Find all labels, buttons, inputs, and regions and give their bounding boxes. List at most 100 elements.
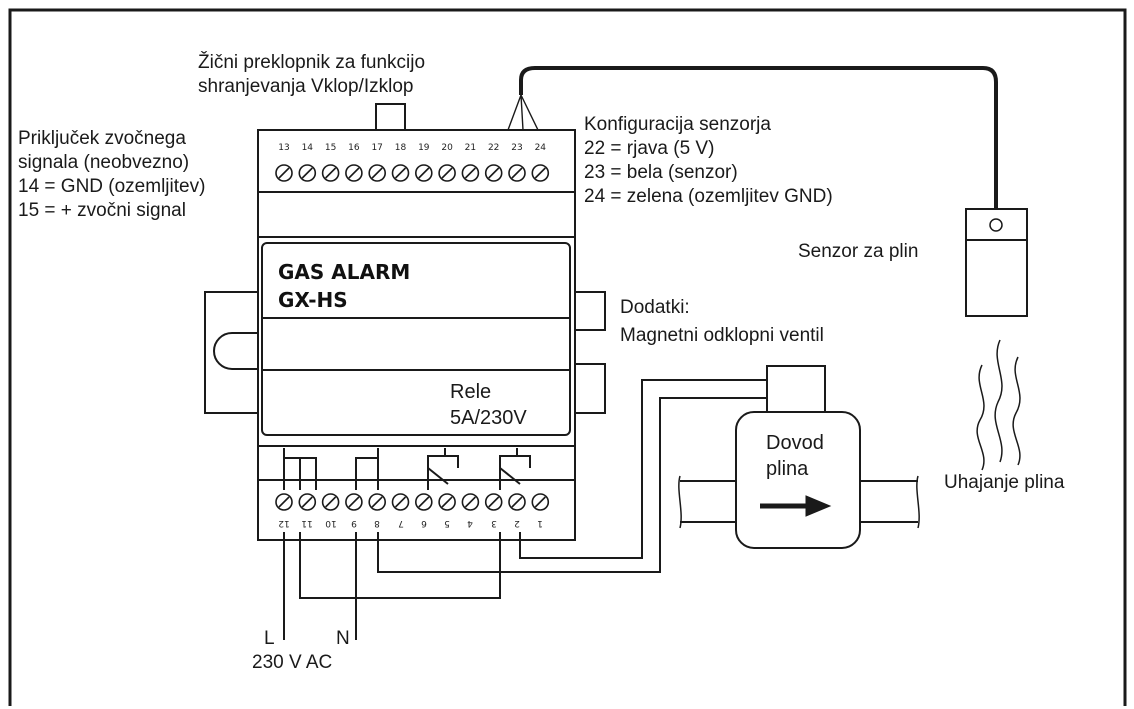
terminal-number: 21 — [464, 143, 477, 153]
terminal-number: 1 — [537, 518, 544, 528]
bridge-wire — [299, 532, 501, 599]
accessories-valve-label: Magnetni odklopni ventil — [620, 325, 824, 346]
terminal-screw-slot — [418, 496, 430, 508]
terminal-screw — [345, 164, 363, 182]
valve-body — [735, 411, 861, 549]
power-N-label: N — [336, 628, 350, 649]
terminal-screw-slot — [325, 496, 337, 508]
terminal-screw-slot — [348, 167, 360, 179]
sensor-config-title: Konfiguracija senzorja — [584, 114, 771, 135]
gas-leak-label: Uhajanje plina — [944, 472, 1065, 493]
terminal-number: 20 — [441, 143, 453, 153]
sensor-cable — [519, 66, 998, 209]
valve-coil — [766, 365, 826, 413]
terminal-number: 18 — [394, 143, 407, 153]
terminal-number: 9 — [351, 518, 357, 528]
terminal-screw-slot — [441, 496, 453, 508]
terminal-screw — [484, 493, 503, 511]
sensor-config-22: 22 = rjava (5 V) — [584, 138, 715, 159]
terminal-number: 11 — [301, 518, 314, 528]
terminal-screw-slot — [348, 496, 360, 508]
bottom-terminal-screws — [275, 493, 550, 511]
din-rail-right — [575, 291, 606, 414]
terminal-screw-slot — [488, 496, 500, 508]
terminal-screw — [531, 164, 550, 182]
top-terminal-screws — [275, 164, 550, 182]
buzzer-label-line4: 15 = + zvočni signal — [18, 200, 186, 221]
terminal-number: 4 — [467, 518, 474, 528]
terminal-screw-slot — [418, 167, 430, 179]
terminal-screw-slot — [301, 496, 313, 508]
device-name-line2: GX-HS — [278, 288, 348, 312]
valve-wire-2 — [377, 397, 767, 573]
terminal-screw — [531, 493, 550, 511]
relay-label-line2: 5A/230V — [450, 407, 527, 429]
terminal-number: 17 — [371, 143, 383, 153]
sensor-config-24: 24 = zelena (ozemljitev GND) — [584, 186, 833, 207]
terminal-number: 6 — [420, 518, 427, 528]
terminal-screw — [414, 493, 433, 511]
switch-label-line1: Žični preklopnik za funkcijo — [198, 52, 426, 73]
gas-pipe — [680, 480, 918, 523]
gas-supply-label-line2: plina — [766, 458, 809, 480]
terminal-screw-slot — [464, 496, 476, 508]
gas-supply-label-line1: Dovod — [766, 432, 824, 454]
gas-leak-waves — [976, 339, 1021, 471]
buzzer-label-line3: 14 = GND (ozemljitev) — [18, 176, 206, 197]
relay-label-line1: Rele — [450, 381, 492, 403]
terminal-screw — [298, 493, 317, 511]
terminal-number: 5 — [444, 518, 450, 528]
terminal-screw-slot — [371, 496, 383, 508]
terminal-number: 8 — [374, 518, 381, 528]
terminal-number: 22 — [487, 143, 500, 153]
memory-switch — [375, 103, 406, 130]
terminal-screw — [391, 164, 410, 182]
terminal-number: 3 — [490, 518, 497, 528]
terminal-screw — [275, 164, 293, 182]
terminal-screw-slot — [488, 167, 500, 179]
power-L-label: L — [264, 628, 275, 649]
terminal-screw — [438, 164, 456, 182]
din-rail-left-slot — [213, 332, 258, 370]
power-ac-label: 230 V AC — [252, 652, 333, 673]
terminal-screw-slot — [278, 167, 290, 179]
terminal-screw-slot — [301, 167, 313, 179]
din-rail-left — [204, 291, 258, 414]
terminal-screw — [484, 164, 503, 182]
valve-wire-1 — [519, 379, 767, 559]
terminal-screw-slot — [534, 496, 546, 508]
terminal-screw-slot — [394, 496, 407, 508]
terminal-screw-slot — [534, 167, 546, 179]
terminal-number: 7 — [397, 518, 404, 528]
terminal-screw — [345, 493, 363, 511]
device-name-line1: GAS ALARM — [278, 260, 411, 284]
terminal-screw — [298, 164, 317, 182]
outer-frame — [8, 8, 1127, 706]
terminal-screw-slot — [441, 167, 453, 179]
terminal-number: 12 — [278, 518, 290, 528]
switch-label-line2: shranjevanja Vklop/Izklop — [198, 76, 414, 97]
terminal-screw — [508, 164, 526, 182]
terminal-screw — [368, 164, 387, 182]
terminal-screw-slot — [371, 167, 383, 179]
terminal-number: 16 — [348, 143, 360, 153]
terminal-number: 24 — [534, 143, 547, 153]
terminal-screw — [438, 493, 456, 511]
terminal-number: 13 — [278, 143, 290, 153]
terminal-number: 15 — [324, 143, 337, 153]
accessories-title: Dodatki: — [620, 297, 690, 318]
terminal-number: 10 — [324, 518, 337, 528]
terminal-number: 19 — [418, 143, 430, 153]
terminal-screw-slot — [394, 167, 407, 179]
terminal-screw — [508, 493, 526, 511]
terminal-screw — [321, 164, 340, 182]
terminal-screw — [414, 164, 433, 182]
terminal-screw — [391, 493, 410, 511]
terminal-screw — [461, 164, 480, 182]
buzzer-label-line2: signala (neobvezno) — [18, 152, 190, 173]
terminal-number: 2 — [514, 518, 520, 528]
terminal-screw-slot — [325, 167, 337, 179]
terminal-screw — [275, 493, 293, 511]
terminal-screw-slot — [464, 167, 476, 179]
